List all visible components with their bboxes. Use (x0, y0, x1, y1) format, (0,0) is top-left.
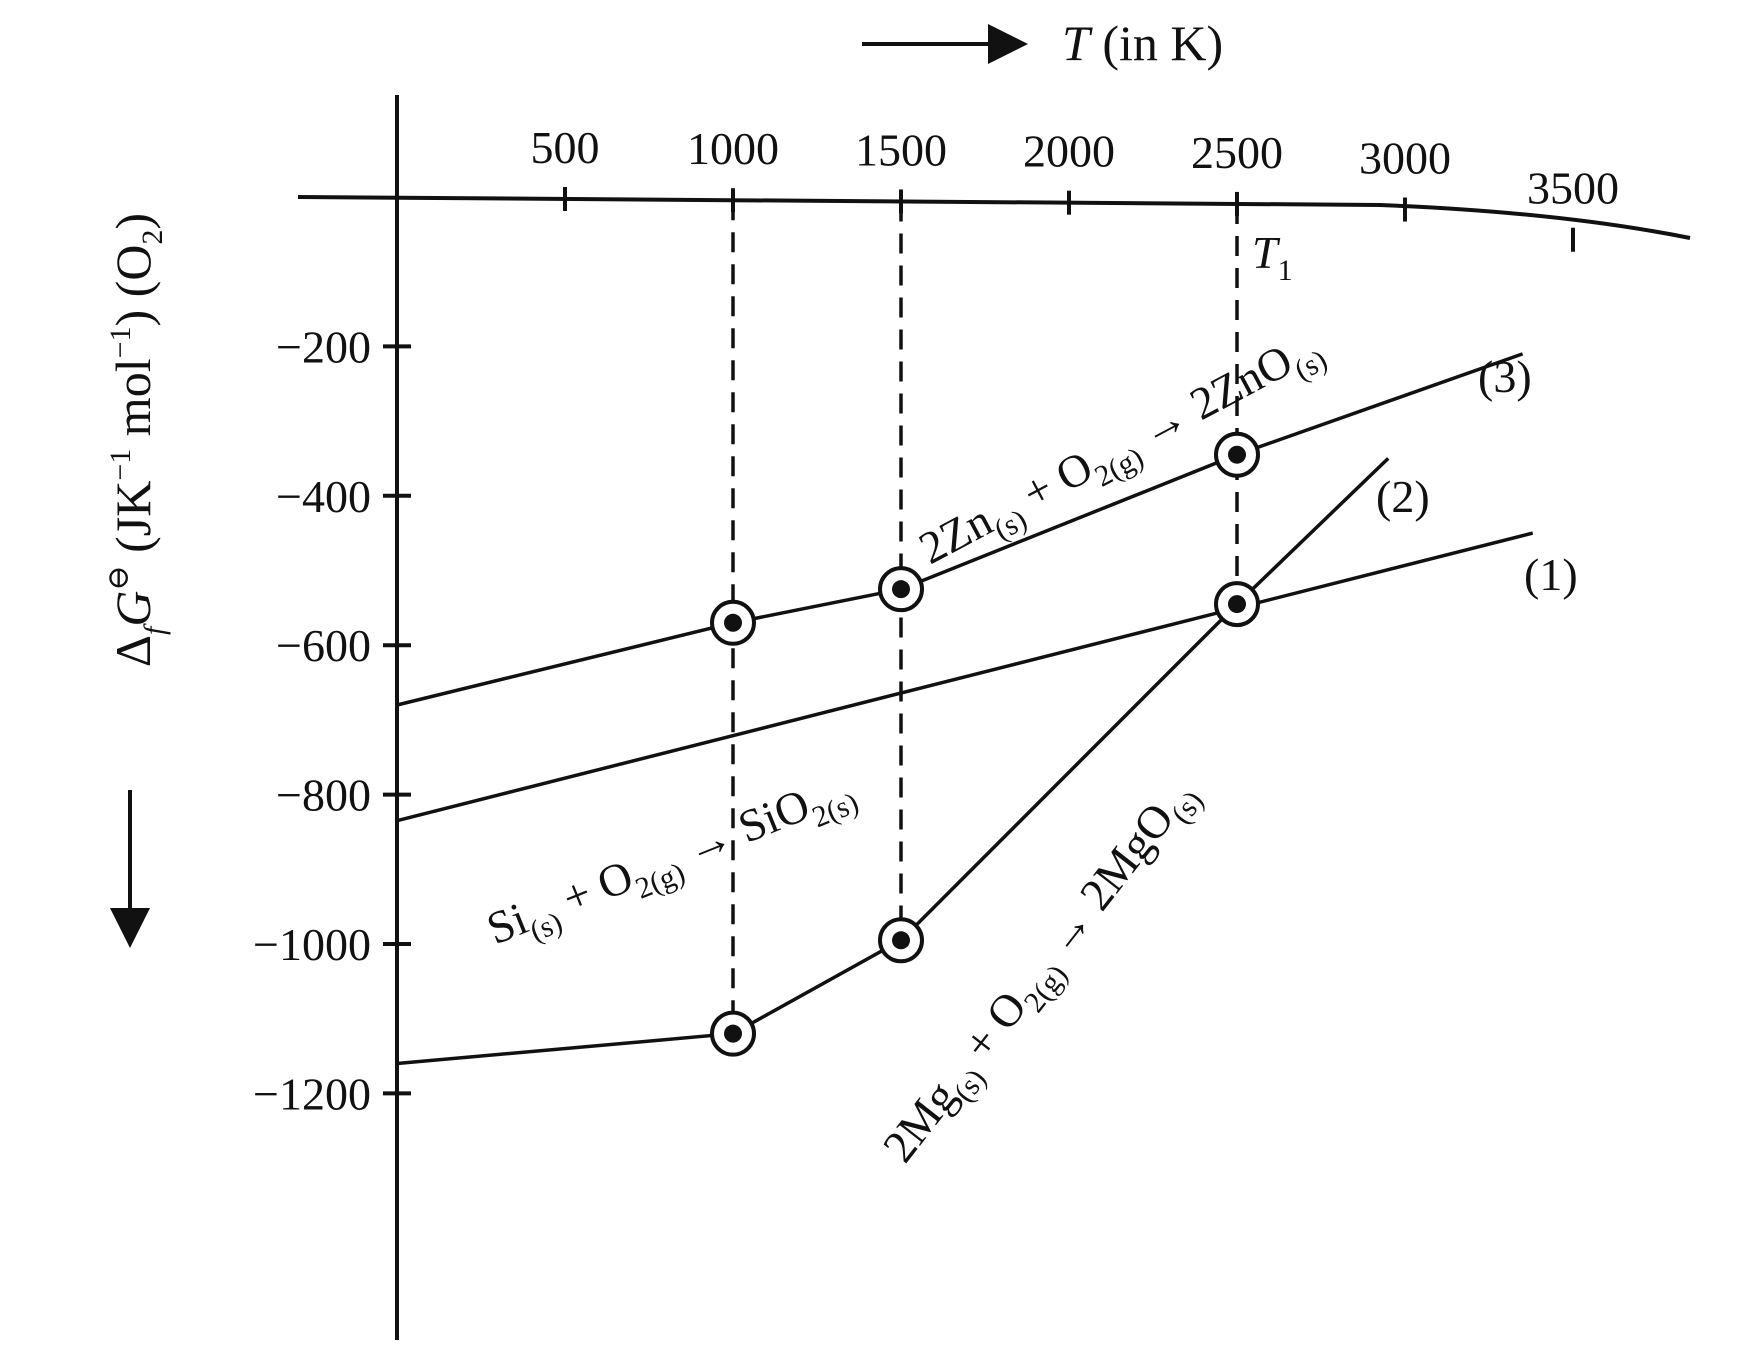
point-dot (1228, 445, 1246, 464)
point-dot (892, 580, 910, 599)
y-tick-label: −1000 (253, 919, 371, 970)
series-line-2 (396, 457, 1390, 1066)
svg-text:2Zn(s) + O2(g) → 2ZnO(s): 2Zn(s) + O2(g) → 2ZnO(s) (911, 319, 1333, 581)
dashed-guides (731, 200, 1239, 1034)
svg-text:2Mg(s) + O2(g) → 2MgO(s): 2Mg(s) + O2(g) → 2MgO(s) (873, 768, 1211, 1176)
reaction-label-1: Si(s) + O2(g) → SiO2(s) (480, 761, 864, 963)
series-label-2: (2) (1376, 471, 1430, 522)
reaction-label-3: 2Zn(s) + O2(g) → 2ZnO(s) (911, 319, 1333, 581)
y-tick-label: −600 (276, 620, 371, 671)
y-ticks: −200 −400 −600 −800 −1000 −1200 (253, 321, 411, 1119)
point-dot (724, 1024, 742, 1043)
x-tick-label: 1000 (687, 123, 779, 174)
series-markers (710, 431, 1260, 1057)
series-label-1: (1) (1524, 549, 1578, 600)
y-axis-title: ΔfG⊖ (JK−1 mol−1) (O2) (102, 213, 171, 667)
y-tick-label: −400 (276, 471, 371, 522)
x-tick-label: 3500 (1527, 163, 1619, 214)
y-tick-label: −800 (276, 770, 371, 821)
svg-text:ΔfG⊖ (JK−1 mol−1) (O2): ΔfG⊖ (JK−1 mol−1) (O2) (102, 213, 171, 667)
svg-text:Si(s) + O2(g) → SiO2(s): Si(s) + O2(g) → SiO2(s) (480, 761, 864, 963)
point-dot (892, 931, 910, 950)
series-lines (396, 352, 1534, 1066)
x-ticks: 500 1000 1500 2000 2500 3000 3500 (531, 122, 1619, 252)
series-line-1 (396, 531, 1534, 823)
point-dot (724, 613, 742, 632)
x-axis-title: T (in K) (1062, 15, 1223, 71)
x-axis (297, 195, 1691, 240)
x-tick-label: 1500 (855, 124, 947, 175)
x-tick-label: 2500 (1191, 127, 1283, 178)
x-tick-label: 500 (531, 122, 600, 173)
reaction-label-2: 2Mg(s) + O2(g) → 2MgO(s) (873, 768, 1211, 1176)
point-dot (1228, 595, 1246, 614)
x-tick-label: 3000 (1359, 133, 1451, 184)
x-tick-label: 2000 (1023, 126, 1115, 177)
y-tick-label: −1200 (253, 1068, 371, 1119)
t1-label: T1 (1252, 227, 1293, 287)
series-label-3: (3) (1478, 351, 1532, 402)
y-tick-label: −200 (276, 321, 371, 372)
